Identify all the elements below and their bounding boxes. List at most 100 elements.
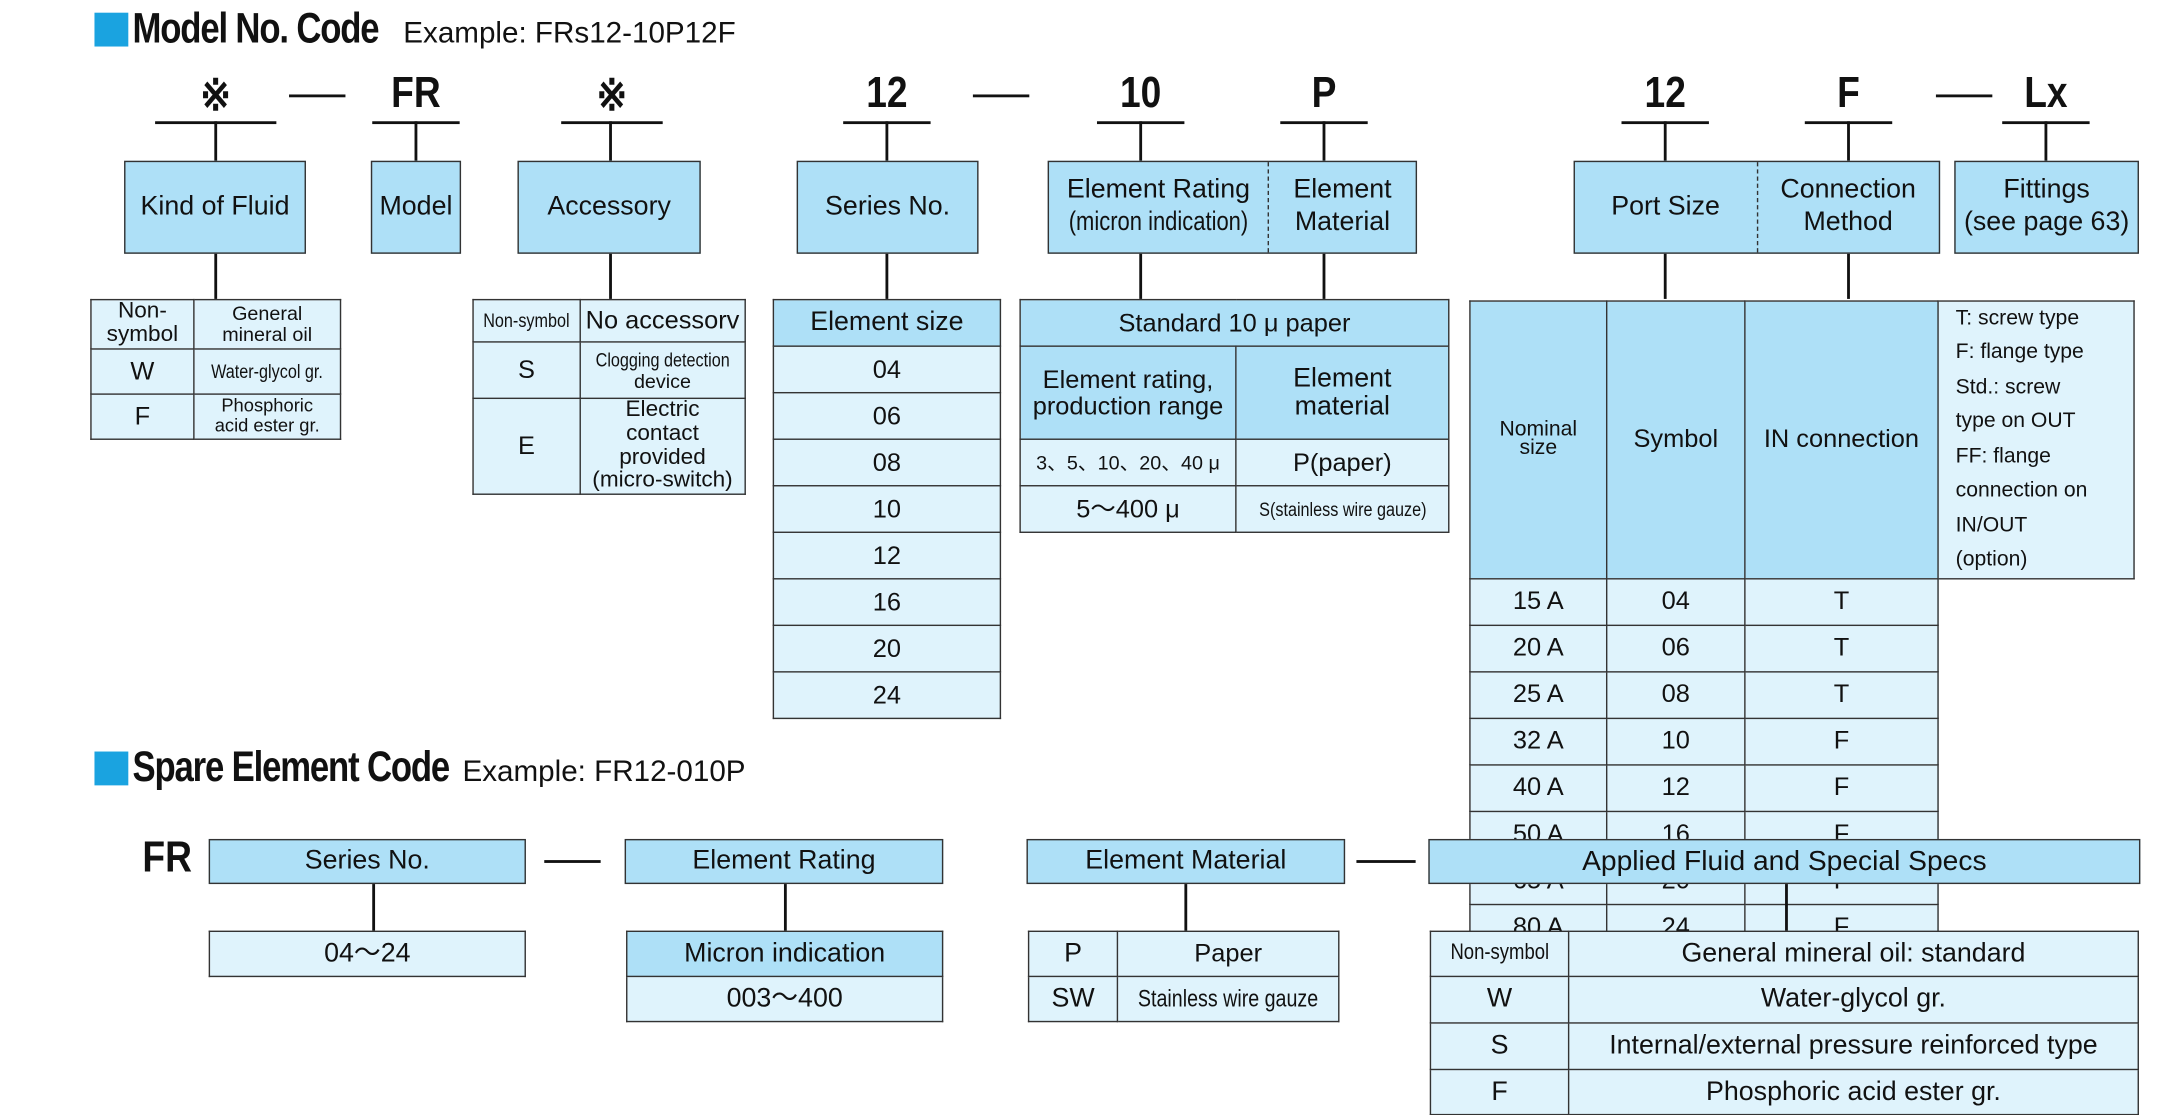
rating-table: Standard 10 μ paper Element rating,produ… bbox=[1019, 298, 1450, 533]
spare-fluid-sym: Non-symbol bbox=[1429, 930, 1570, 978]
connector bbox=[1139, 253, 1143, 299]
code-rating: 10 bbox=[1120, 67, 1162, 118]
fluid-sym: W bbox=[90, 347, 195, 395]
label-connection-line1: Connection bbox=[1780, 175, 1916, 205]
spare-material-sym: SW bbox=[1027, 975, 1119, 1023]
connector bbox=[1139, 121, 1143, 161]
dash-1 bbox=[289, 94, 346, 98]
label-fittings: Fittings (see page 63) bbox=[1954, 160, 2139, 254]
port-in-header: IN connection bbox=[1744, 300, 1939, 579]
connector bbox=[1663, 253, 1667, 299]
port-note-line: T: screw type bbox=[1955, 305, 2080, 330]
table-row: 5～400 μ S(stainless wire gauze) bbox=[1019, 485, 1450, 533]
connector bbox=[1847, 121, 1850, 161]
port-in-value: F bbox=[1744, 763, 1939, 812]
label-connection-method: Connection Method bbox=[1758, 162, 1939, 252]
label-element-rating-line2: (micron indication) bbox=[1068, 207, 1249, 237]
port-symbol-value: 10 bbox=[1605, 716, 1746, 765]
label-rating-material: Element Rating (micron indication) Eleme… bbox=[1047, 160, 1418, 254]
table-row: 08 bbox=[772, 438, 1002, 487]
code-connection: F bbox=[1837, 67, 1860, 118]
port-symbol-value: 06 bbox=[1605, 623, 1746, 672]
label-element-rating: Element Rating (micron indication) bbox=[1049, 162, 1268, 252]
spare-rating-label: Element Rating bbox=[624, 838, 944, 885]
label-kind-of-fluid: Kind of Fluid bbox=[124, 160, 306, 254]
table-row: P Paper bbox=[1027, 930, 1340, 978]
port-in-value: T bbox=[1744, 577, 1939, 626]
spare-material-sym: P bbox=[1027, 930, 1119, 978]
accessory-desc: No accessorv bbox=[579, 298, 746, 343]
port-size-value: 20 A bbox=[1469, 623, 1608, 672]
port-size-value: 40 A bbox=[1469, 763, 1608, 812]
element-size-value: 12 bbox=[772, 531, 1002, 580]
element-size-value: 20 bbox=[772, 624, 1002, 673]
port-size-value: 32 A bbox=[1469, 716, 1608, 765]
table-row: 20 bbox=[772, 624, 1002, 673]
table-row: Micron indication bbox=[626, 930, 944, 978]
connector bbox=[885, 121, 889, 161]
connector bbox=[372, 884, 376, 931]
fluid-sym: Non-symbol bbox=[90, 298, 195, 350]
table-row: 3、5、10、20、40 μ P(paper) bbox=[1019, 438, 1450, 487]
connector bbox=[1322, 121, 1326, 161]
connector bbox=[1663, 121, 1667, 161]
spare-code-title: Spare Element Code bbox=[132, 744, 451, 792]
port-symbol-value: 12 bbox=[1605, 763, 1746, 812]
port-note-line: FF: flange bbox=[1955, 443, 2051, 468]
connector bbox=[214, 253, 218, 299]
accessory-sym: E bbox=[472, 397, 581, 496]
table-row: W Water-glycol gr. bbox=[90, 347, 342, 395]
label-fittings-line2: (see page 63) bbox=[1963, 207, 2130, 237]
label-element-material-line2: Material bbox=[1294, 207, 1391, 237]
label-element-material: Element Material bbox=[1269, 162, 1415, 252]
spare-fluid-label: Applied Fluid and Special Specs bbox=[1428, 838, 2141, 885]
spare-material-table: P Paper SW Stainless wire gauze bbox=[1027, 930, 1340, 1023]
model-code-title: Model No. Code bbox=[132, 5, 380, 53]
dashed-divider bbox=[1756, 162, 1758, 253]
element-size-header: Element size bbox=[772, 298, 1002, 347]
spare-fluid-desc: Internal/external pressure reinforced ty… bbox=[1567, 1022, 2139, 1071]
fluid-desc: Water-glycol gr. bbox=[193, 347, 342, 395]
dash-4 bbox=[544, 860, 601, 863]
port-symbol-header: Symbol bbox=[1605, 300, 1746, 579]
spare-series-label: Series No. bbox=[208, 838, 526, 885]
section-marker-icon bbox=[94, 12, 129, 47]
table-row: Non-symbol No accessorv bbox=[472, 298, 746, 343]
spare-material-label: Element Material bbox=[1026, 838, 1346, 885]
element-size-value: 04 bbox=[772, 345, 1002, 394]
dashed-divider bbox=[1267, 162, 1270, 253]
port-in-value: T bbox=[1744, 670, 1939, 719]
port-note-line: connection on bbox=[1955, 478, 2088, 503]
port-note-line: Std.: screw bbox=[1955, 374, 2061, 399]
label-fittings-line1: Fittings bbox=[2003, 175, 2090, 205]
spare-fluid-table: Non-symbol General mineral oil: standard… bbox=[1429, 930, 2139, 1115]
rating-range: 5～400 μ bbox=[1019, 485, 1237, 533]
label-series-no: Series No. bbox=[796, 160, 979, 254]
spare-material-desc: Paper bbox=[1116, 930, 1340, 978]
element-size-value: 06 bbox=[772, 391, 1002, 440]
dash-3 bbox=[1935, 94, 1993, 98]
table-row: 16 bbox=[772, 578, 1002, 627]
spare-fluid-desc: General mineral oil: standard bbox=[1567, 930, 2139, 978]
table-row: S Internal/external pressure reinforced … bbox=[1429, 1022, 2139, 1071]
connector bbox=[1322, 253, 1326, 299]
rating-material: P(paper) bbox=[1235, 438, 1450, 487]
label-port-size: Port Size bbox=[1611, 191, 1720, 221]
rating-col-header: Element rating,production range bbox=[1019, 345, 1237, 440]
code-port: 12 bbox=[1644, 67, 1686, 118]
fluid-sym: F bbox=[90, 392, 195, 440]
table-row: F Phosphoric acid ester gr. bbox=[1429, 1068, 2139, 1115]
table-row: 10 bbox=[772, 485, 1002, 533]
label-port-connection: Port Size Connection Method bbox=[1573, 160, 1941, 254]
connector bbox=[214, 121, 218, 161]
